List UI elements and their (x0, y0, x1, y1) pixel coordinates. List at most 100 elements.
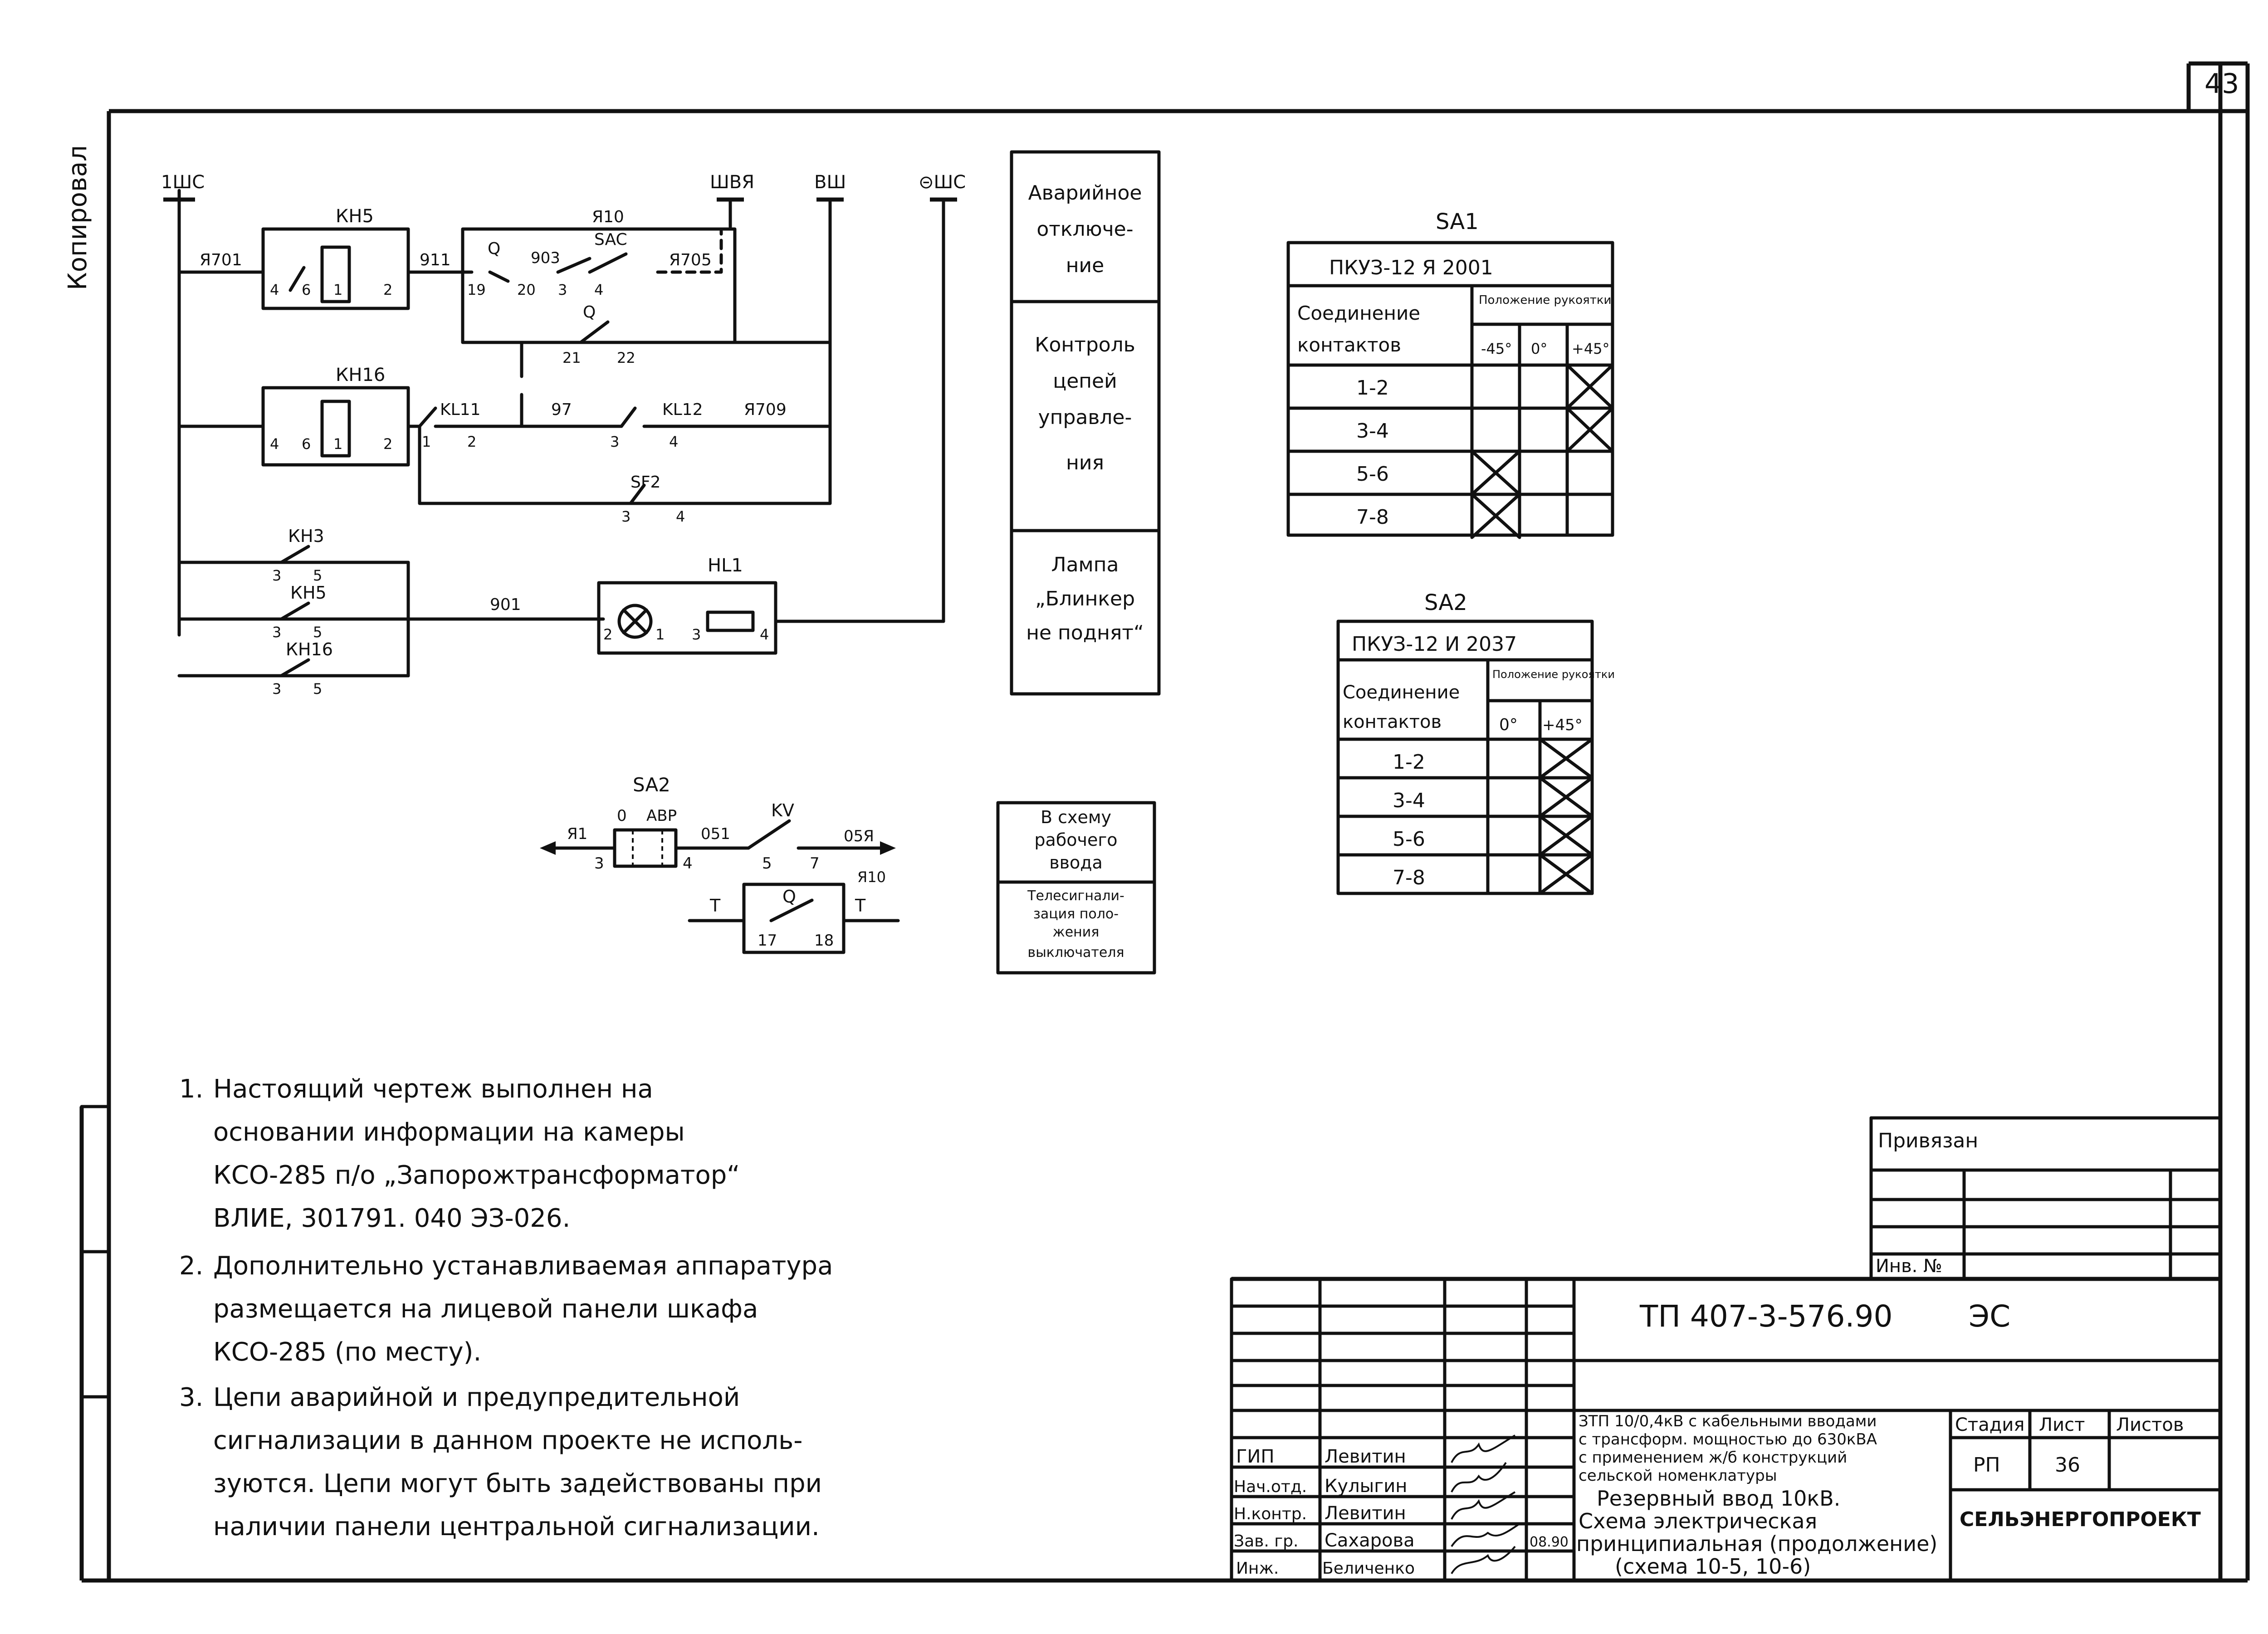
sa2-label-ya1: Я1 (567, 825, 587, 843)
term-4f: 4 (676, 508, 685, 525)
term-3e: 3 (610, 433, 619, 450)
term-4a: 4 (270, 281, 279, 298)
signer-2-role: Нач.отд. (1234, 1478, 1307, 1496)
sa2-label-ya10: Я10 (857, 868, 886, 886)
sa2-label-051: 051 (701, 825, 730, 843)
term-1d: 1 (422, 433, 431, 450)
term-2j: 2 (603, 626, 612, 643)
purpose-column (996, 150, 1161, 975)
control-circuit: 1ШС ШВЯ ВШ ⊝ШС КН5 Я10 SAC Q Q Я701 911 … (161, 172, 966, 697)
sa2-term-5: 5 (762, 854, 772, 873)
term-2a: 2 (383, 281, 392, 298)
row-lamp (177, 545, 945, 678)
relay-kh3-label: КН3 (288, 526, 324, 546)
sa2-label-t1: T (709, 896, 721, 916)
row-kh16 (177, 386, 832, 505)
signer-2-name: Кулыгин (1325, 1476, 1407, 1497)
document-mark: ЭС (1969, 1299, 2010, 1334)
relay-kh16-label: КН16 (336, 365, 385, 385)
term-5i: 5 (313, 680, 322, 697)
bus-label-4: ⊝ШС (919, 172, 966, 193)
table-sa1-pos-2: 0° (1531, 340, 1547, 357)
table-sa2-header-position: Положение рукоятки (1492, 668, 1615, 681)
table-sa2 (1336, 619, 1594, 895)
note-2-line-2: размещается на лицевой панели шкафа (213, 1294, 758, 1324)
sa2-label-t2: T (855, 896, 866, 916)
sa2-label-zero: 0 (617, 807, 627, 825)
term-3g: 3 (272, 567, 281, 584)
term-1j: 1 (655, 626, 665, 643)
table-sa1-header-position: Положение рукоятки (1479, 293, 1611, 307)
table-sa1-title: SA1 (1436, 209, 1479, 234)
note-3-line-3: зуются. Цепи могут быть задействованы пр… (213, 1469, 822, 1498)
note-1-line-4: ВЛИЕ, 301791. 040 ЭЗ-026. (213, 1204, 570, 1233)
sa2-term-7: 7 (810, 854, 820, 873)
table-sa2-title: SA2 (1424, 590, 1467, 615)
row-kh5 (177, 227, 832, 378)
table-sa2-mark-r4-c2-2 (1538, 853, 1594, 895)
term-4e: 4 (669, 433, 678, 450)
stage-value: РП (1973, 1454, 2000, 1477)
table-sa1-mark-r2-c3-2 (1565, 406, 1614, 453)
term-1c: 1 (333, 435, 342, 453)
note-1-line-2: основании информации на камеры (213, 1117, 685, 1147)
term-3i: 3 (272, 680, 281, 697)
bound-label: Привязан (1878, 1129, 1978, 1152)
term-6c: 6 (302, 435, 311, 453)
note-3-line-2: сигнализации в данном проекте не исполь- (213, 1426, 802, 1455)
table-sa1-mark-r3-c1-2 (1470, 449, 1521, 496)
sa2-label-q: Q (782, 887, 796, 907)
document-code: ТП 407-3-576.90 (1639, 1299, 1892, 1334)
note-1-line-1: Настоящий чертеж выполнен на (213, 1074, 653, 1104)
note-1-line-3: КСО-285 п/о „Запорожтрансформатор“ (213, 1161, 740, 1190)
signer-1-name: Левитин (1325, 1446, 1406, 1467)
apparatus-sac: SAC (594, 230, 627, 249)
apparatus-sf2: SF2 (631, 473, 660, 492)
sa2-term-17: 17 (758, 932, 777, 950)
table-sa2-row-1: 1-2 (1393, 751, 1425, 774)
table-sa1 (1286, 241, 1614, 537)
term-22: 22 (617, 349, 635, 366)
signer-4-date: 08.90 (1530, 1534, 1569, 1550)
term-19: 19 (467, 281, 486, 298)
term-4b: 4 (594, 281, 603, 298)
term-5g: 5 (313, 567, 322, 584)
note-1-number: 1. (179, 1074, 203, 1104)
table-sa2-marks (1538, 737, 1594, 895)
note-2-number: 2. (179, 1251, 203, 1281)
term-2d: 2 (467, 433, 476, 450)
wire-ya705: Я705 (669, 251, 712, 269)
sheets-label: Листов (2116, 1415, 2184, 1435)
table-sa1-mark-r1-c3-2 (1565, 363, 1614, 410)
table-sa1-row-2: 3-4 (1356, 419, 1389, 443)
table-sa2-row-3: 5-6 (1393, 828, 1425, 851)
sa2-term-18: 18 (814, 932, 834, 950)
table-sa2-pos-1: 0° (1499, 716, 1518, 734)
table-sa1-mark-r4-c1-2 (1470, 493, 1521, 539)
table-sa2-mark-r2-c2-2 (1538, 776, 1594, 818)
apparatus-kl12: KL12 (662, 400, 703, 419)
sa2-label-kv: KV (771, 800, 794, 820)
sa2-term-3: 3 (594, 854, 604, 873)
wire-ya709: Я709 (744, 400, 787, 419)
term-21: 21 (562, 349, 581, 366)
wire-ya701: Я701 (200, 251, 242, 269)
note-2-line-1: Дополнительно устанавливаемая аппаратура (213, 1251, 833, 1281)
wire-901: 901 (490, 595, 521, 614)
table-sa1-row-1: 1-2 (1356, 376, 1389, 400)
sa2-label-avr: АВР (646, 807, 677, 825)
note-3-line-1: Цепи аварийной и предупредительной (213, 1383, 740, 1412)
sheet-value: 36 (2055, 1454, 2080, 1477)
table-sa1-pos-3: +45° (1572, 340, 1610, 357)
sa2-label-05ya: 05Я (844, 827, 874, 845)
table-sa2-mark-r3-c2-2 (1538, 815, 1594, 857)
apparatus-ya10: Я10 (592, 208, 624, 226)
inventory-label: Инв. № (1876, 1256, 1942, 1277)
